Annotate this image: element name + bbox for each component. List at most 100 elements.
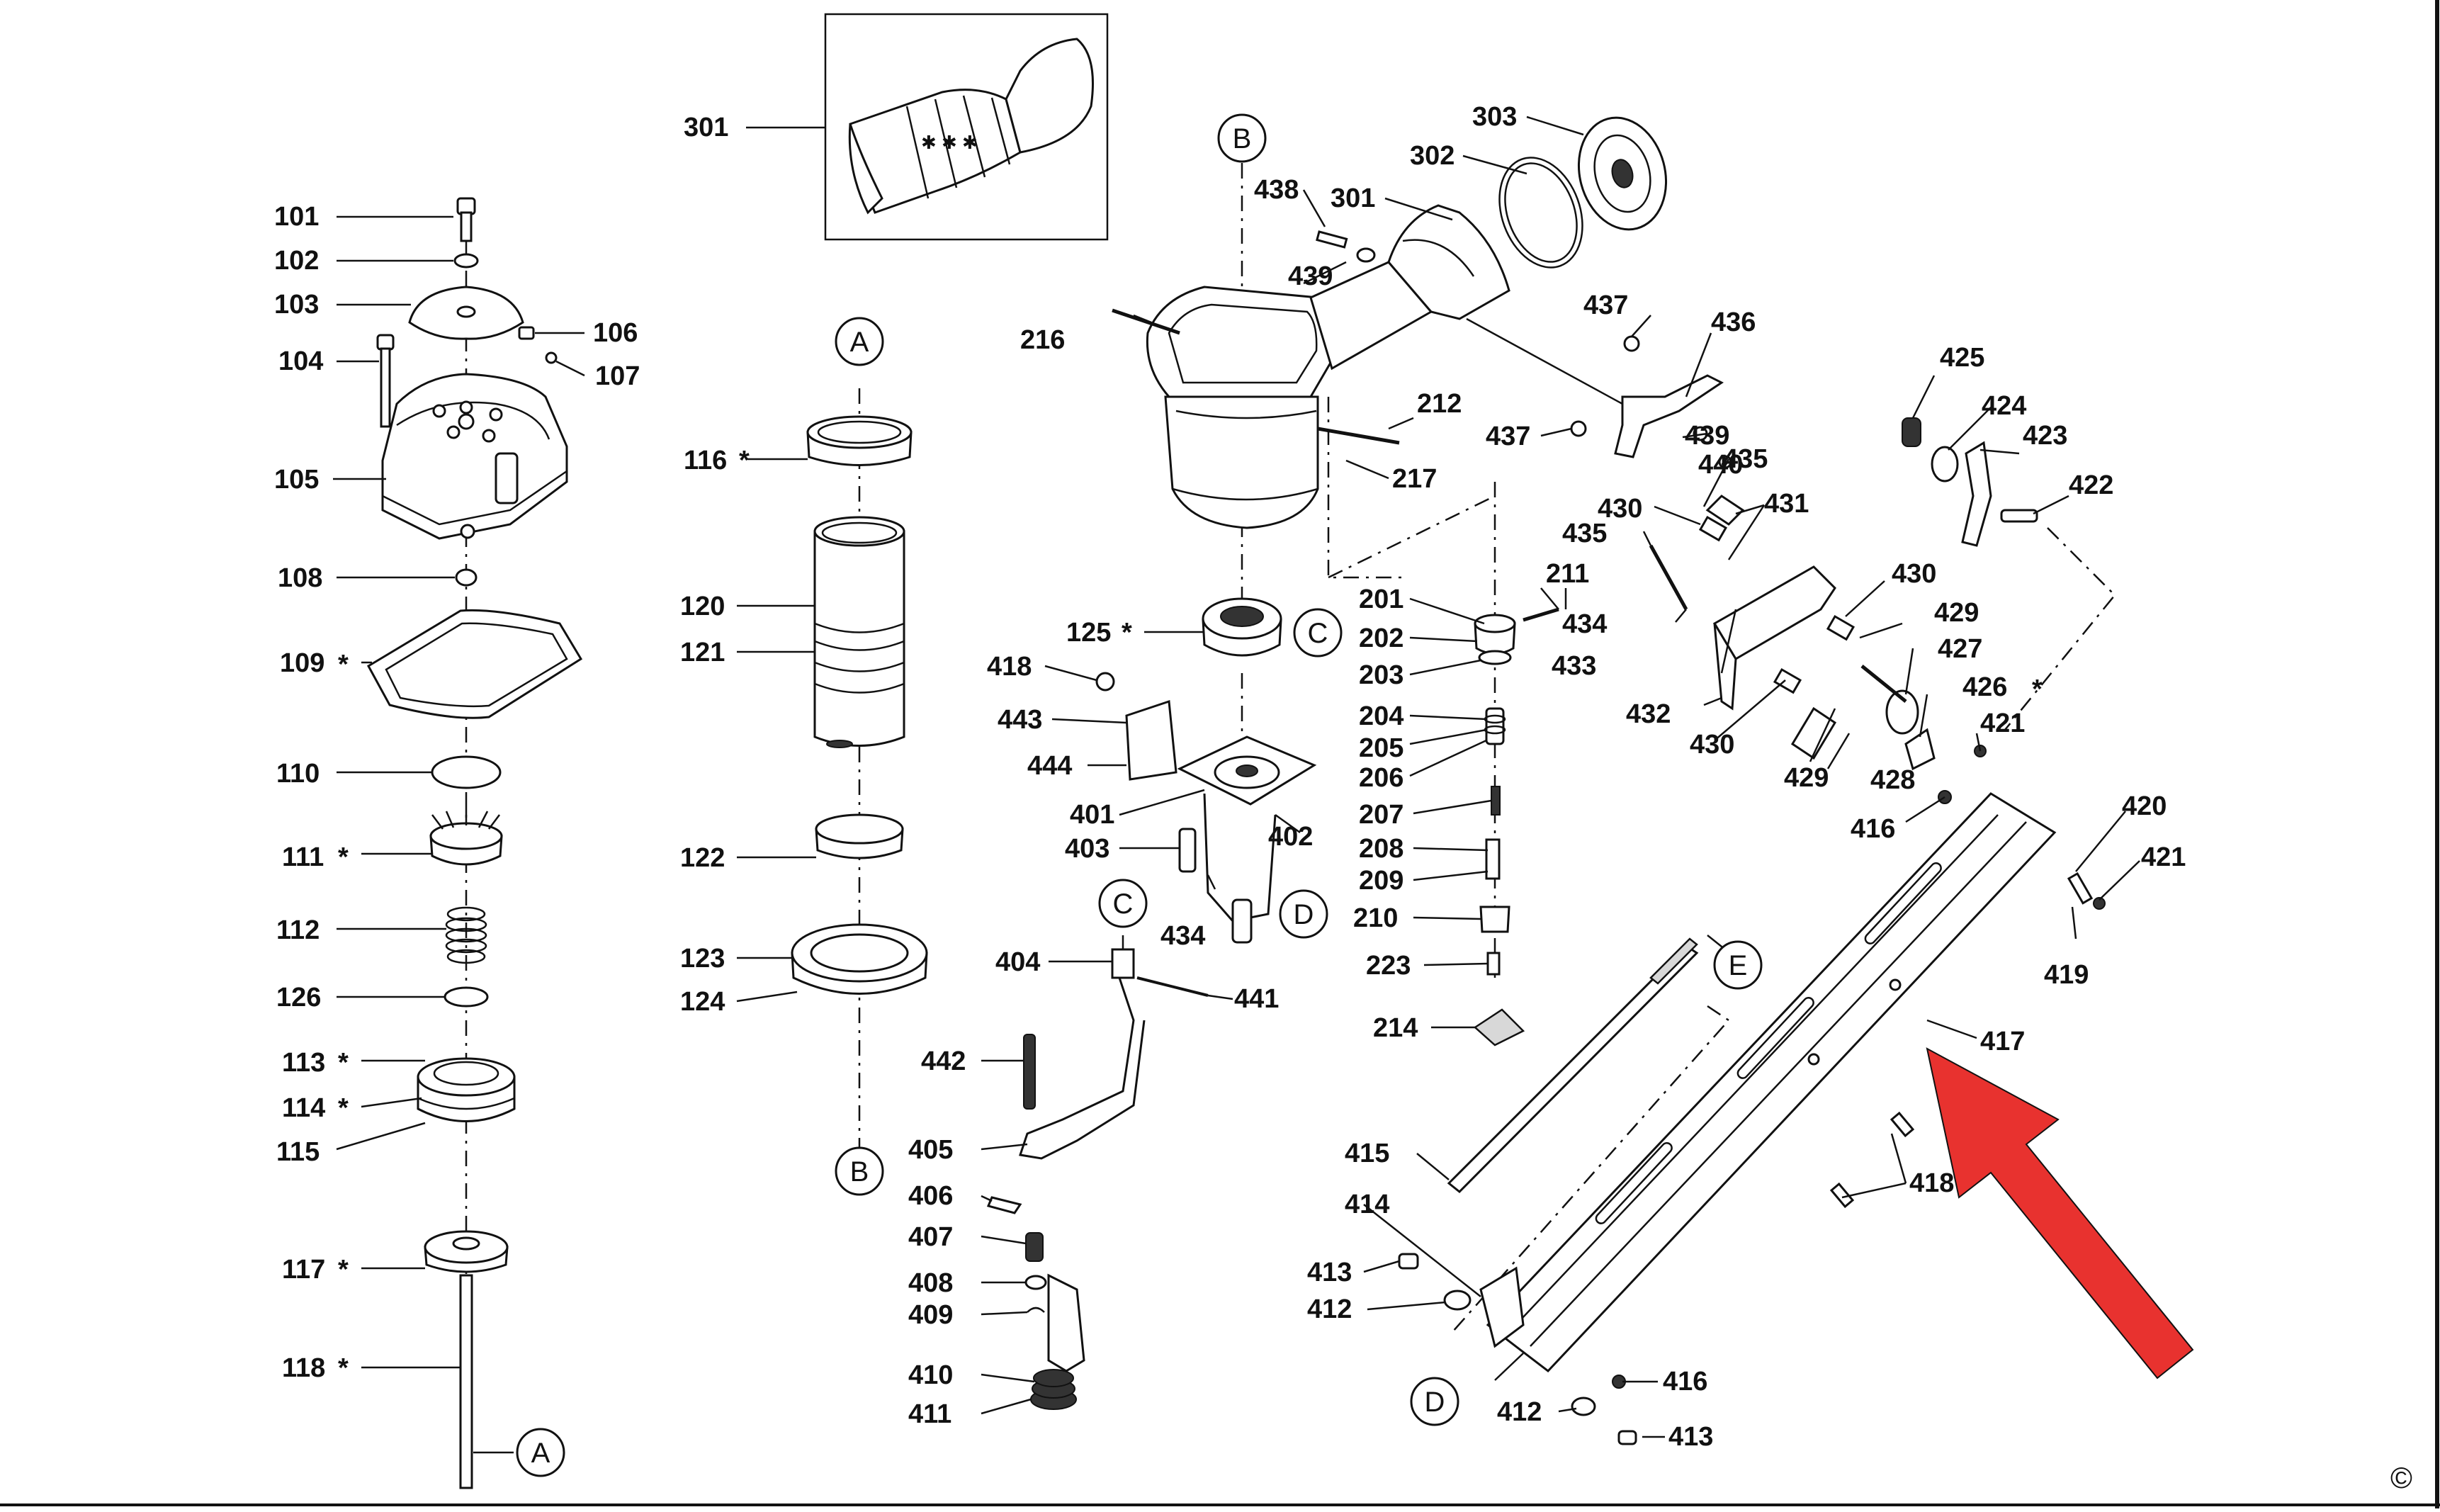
label-126: 126	[276, 983, 321, 1012]
part-110-o-ring	[431, 755, 502, 789]
label-442: 442	[921, 1046, 966, 1076]
part-434-spring	[1649, 544, 1688, 611]
label-301: 301	[1331, 184, 1375, 213]
label-301-inset: 301	[684, 113, 728, 142]
part-216-pin	[1112, 308, 1180, 335]
part-201-203-valve-body	[1474, 614, 1516, 665]
part-430-clip-c	[1773, 667, 1802, 694]
label-413-top: 413	[1307, 1258, 1352, 1287]
label-403: 403	[1065, 834, 1109, 864]
label-421-top: 421	[1980, 709, 2025, 738]
housing-group	[1095, 116, 1668, 944]
part-408-washer	[1024, 1275, 1047, 1290]
label-411: 411	[908, 1399, 951, 1429]
part-204-206-valve-stem	[1484, 707, 1506, 745]
label-432: 432	[1626, 699, 1671, 729]
label-123: 123	[680, 944, 725, 974]
part-112-spring	[445, 906, 487, 964]
label-125: 125	[1066, 618, 1111, 648]
part-414-nose-guide	[1479, 1266, 1525, 1348]
label-205: 205	[1359, 733, 1403, 763]
label-412-bottom: 412	[1497, 1397, 1542, 1427]
part-113-115-piston-housing	[417, 1057, 516, 1122]
part-425-spring	[1902, 417, 1921, 447]
label-412-top: 412	[1307, 1294, 1352, 1324]
part-427-cam	[1790, 706, 1837, 760]
asterisk-118: *	[338, 1353, 349, 1383]
part-214-trigger-lock	[1473, 1008, 1525, 1046]
leader-301-436	[1466, 317, 1623, 405]
part-103-cap	[408, 286, 524, 340]
label-418-top: 418	[987, 652, 1032, 682]
label-207: 207	[1359, 800, 1403, 830]
part-418-screw-b	[1829, 1182, 1855, 1209]
contact-trip-group	[986, 935, 1209, 1410]
label-110: 110	[276, 759, 320, 789]
label-102: 102	[274, 246, 319, 276]
part-417-magazine-rail	[1486, 792, 2057, 1373]
label-106: 106	[593, 318, 638, 348]
label-113: 113	[282, 1048, 325, 1078]
label-206: 206	[1359, 763, 1403, 793]
part-423-lever	[1961, 441, 1992, 547]
label-109: 109	[280, 648, 324, 678]
label-416-top: 416	[1851, 814, 1895, 844]
ref-circle-c-left	[1098, 879, 1148, 928]
label-437-left: 437	[1486, 422, 1530, 451]
asterisk-114: *	[338, 1093, 349, 1123]
label-405: 405	[908, 1135, 953, 1165]
part-441-pin	[1136, 976, 1209, 997]
copyright-symbol: ©	[2390, 1461, 2412, 1494]
ref-circle-a-top	[835, 317, 884, 366]
ref-circle-b-bottom	[835, 1146, 884, 1196]
ref-circle-b-top	[1217, 113, 1267, 163]
inset-301-handle-detail: ✱ ✱ ✱	[824, 13, 1109, 241]
part-430-clip-a	[1698, 515, 1728, 542]
part-428-pin	[1860, 665, 1907, 703]
label-108: 108	[278, 563, 322, 593]
ref-circle-a-bottom	[516, 1428, 565, 1477]
part-437-nut-left	[1570, 420, 1587, 437]
magazine-group	[1398, 745, 2106, 1445]
part-122-ring	[815, 813, 904, 859]
part-410-contact-foot	[1047, 1273, 1085, 1372]
label-434-upper: 434	[1562, 609, 1607, 639]
part-436-bracket	[1614, 374, 1724, 458]
part-118-driver-blade	[459, 1274, 473, 1489]
part-125-seal	[1202, 597, 1282, 657]
label-214: 214	[1373, 1013, 1418, 1043]
label-210: 210	[1353, 903, 1398, 933]
part-211-pin	[1523, 607, 1559, 622]
ref-circle-d-lower	[1410, 1377, 1459, 1426]
part-437-nut-top	[1623, 335, 1640, 352]
part-411-nose-tip	[1030, 1369, 1077, 1410]
label-438: 438	[1254, 175, 1299, 205]
label-444: 444	[1027, 751, 1072, 781]
part-111-valve	[429, 808, 503, 866]
label-116: 116	[684, 446, 727, 475]
part-105-head-cap	[381, 373, 568, 540]
asterisk-113: *	[338, 1048, 349, 1078]
label-104: 104	[278, 346, 323, 376]
ref-c-right-label: C	[1308, 618, 1328, 649]
part-117-piston	[424, 1230, 509, 1273]
label-425: 425	[1940, 343, 1984, 373]
label-409: 409	[908, 1300, 953, 1330]
label-402: 402	[1268, 822, 1313, 852]
part-427-knob	[1885, 689, 1919, 735]
part-body-housing	[1146, 286, 1338, 529]
part-116-ring	[806, 415, 913, 466]
red-indicator-arrow	[1926, 1047, 2194, 1380]
label-120: 120	[680, 592, 725, 621]
part-210-bushing	[1479, 905, 1510, 933]
label-112: 112	[276, 915, 320, 945]
ref-a-top-label: A	[850, 327, 869, 358]
part-419-screw	[2067, 871, 2094, 905]
label-101: 101	[274, 202, 319, 232]
asterisk-426: *	[2032, 675, 2043, 704]
label-426: 426	[1962, 672, 2007, 702]
part-431-pin	[1705, 495, 1745, 526]
label-436: 436	[1711, 308, 1756, 337]
label-421-right: 421	[2141, 842, 2186, 872]
inset-pattern-glyphs: ✱ ✱ ✱	[921, 132, 978, 153]
